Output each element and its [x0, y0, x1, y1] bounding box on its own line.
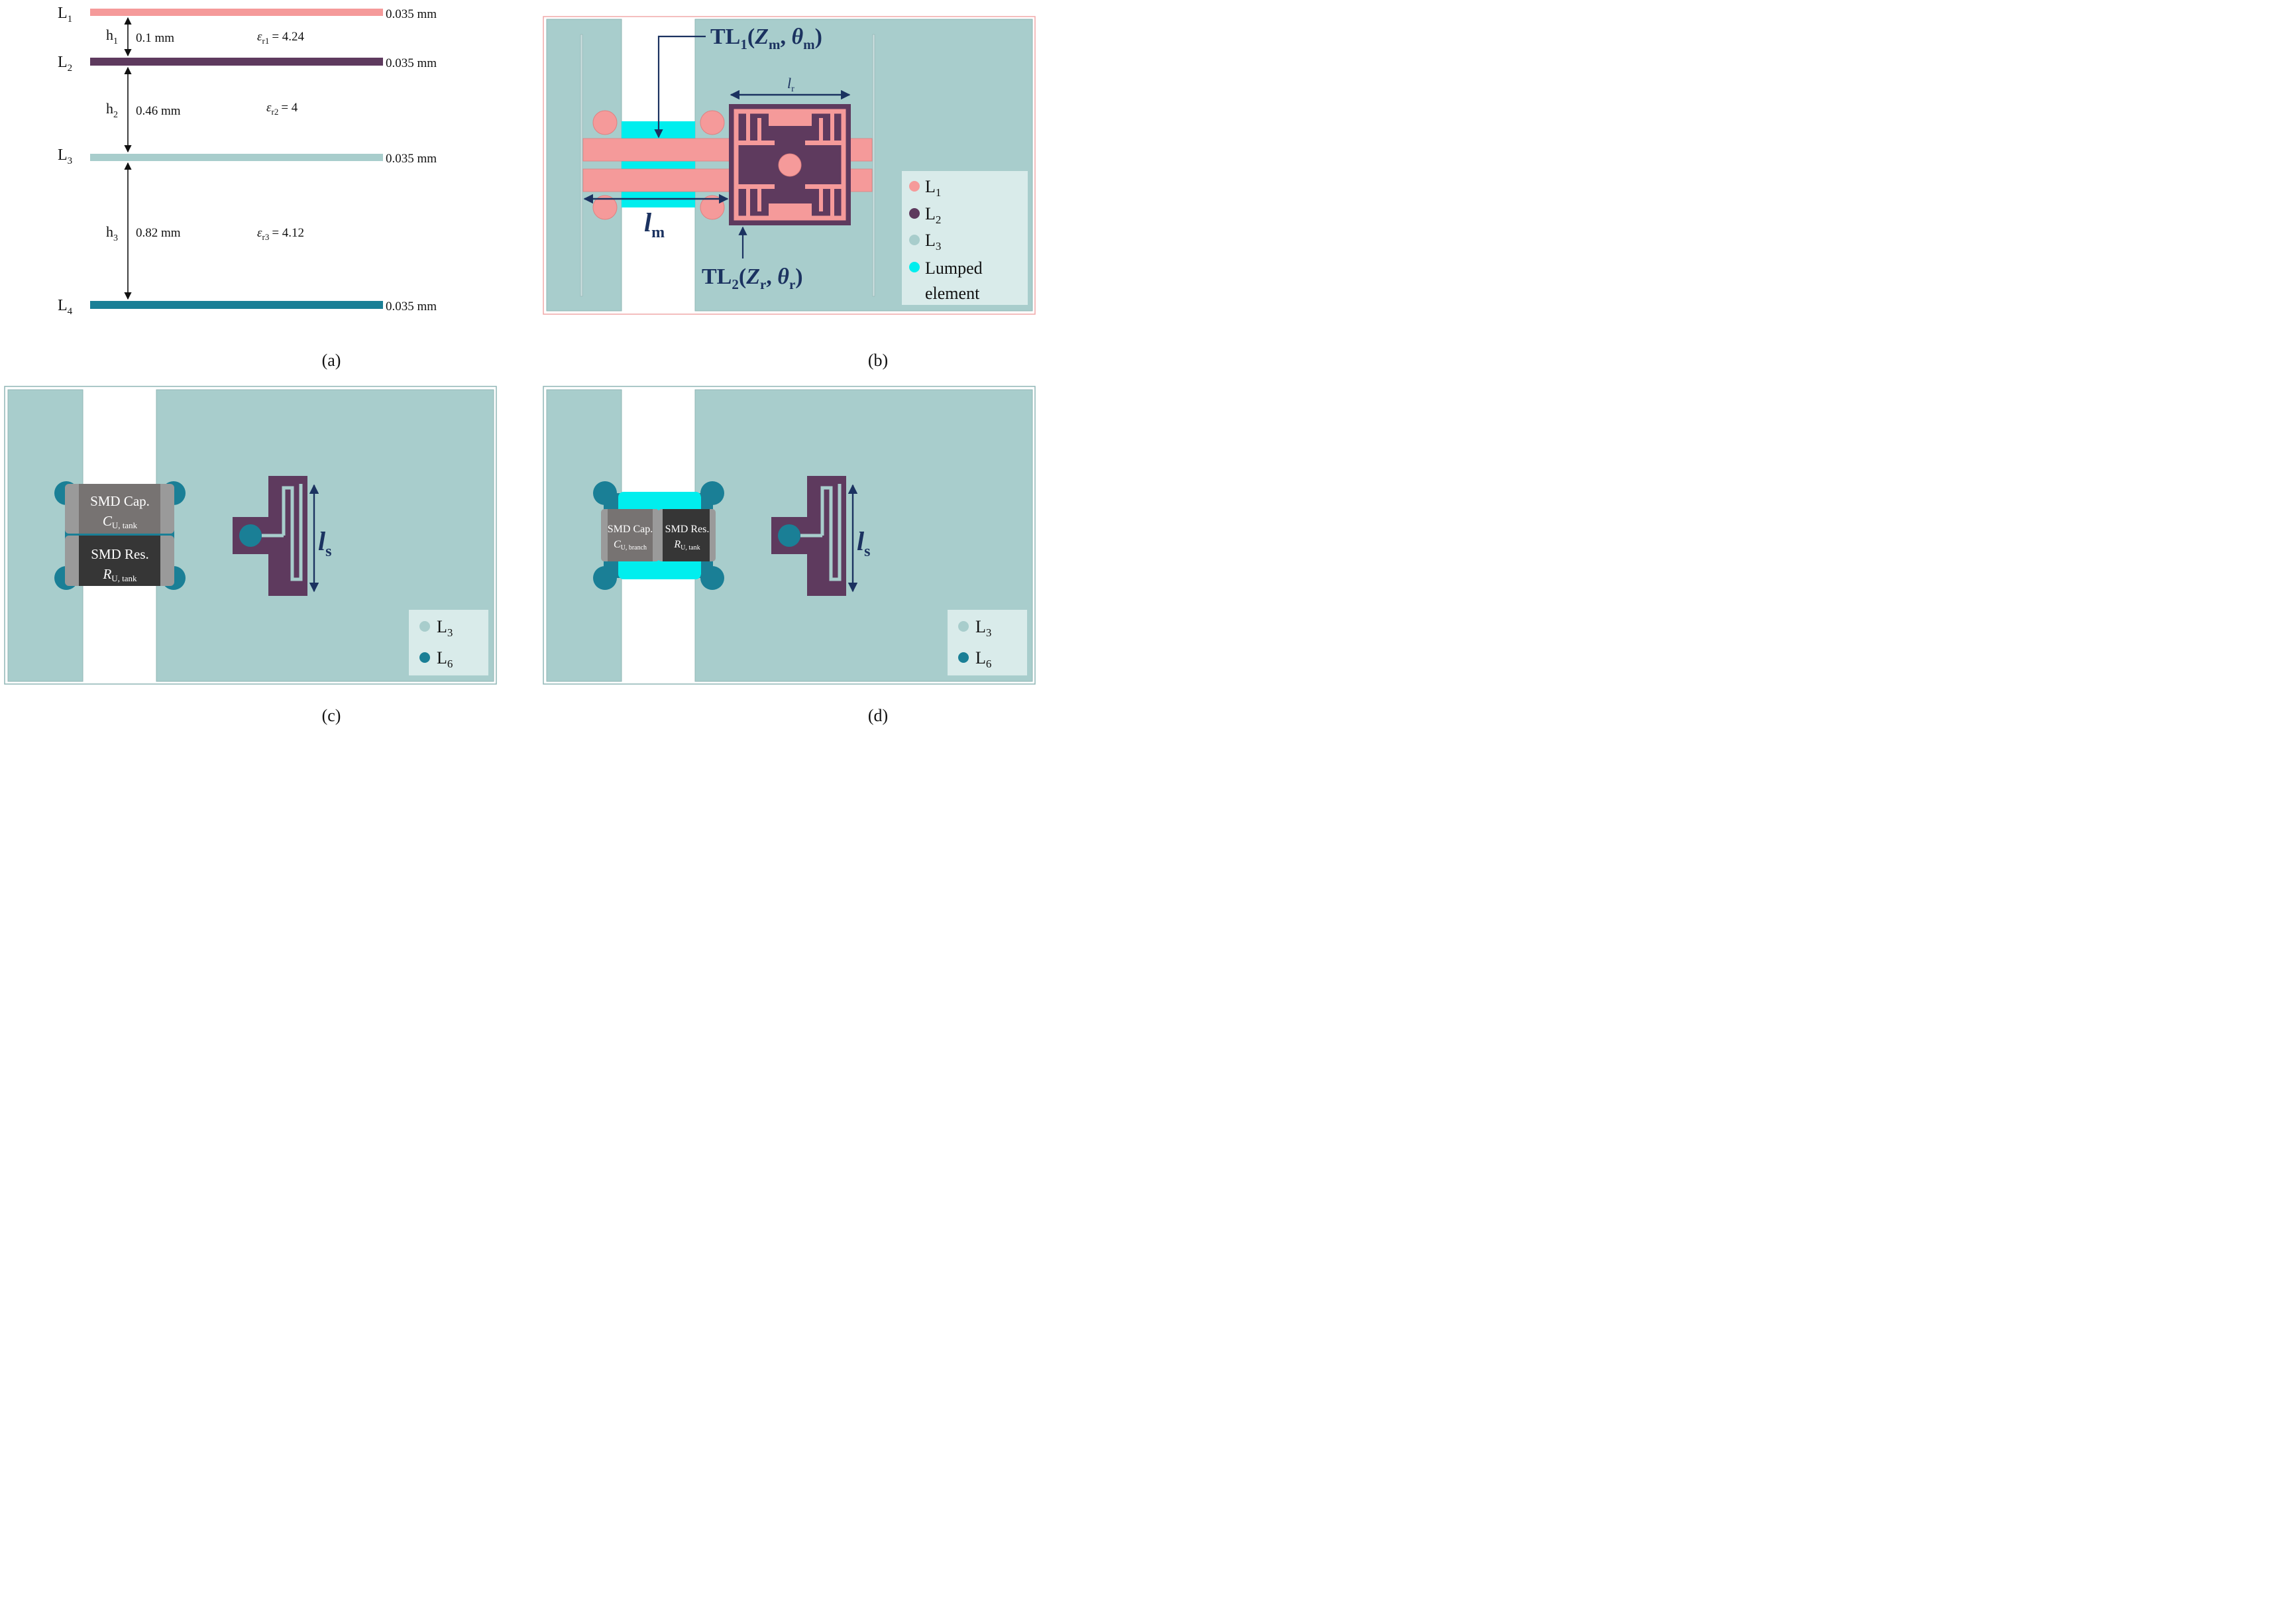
smd-res-title: SMD Res.: [665, 524, 710, 535]
via-pad: [592, 110, 618, 135]
tl1-leader-line: [654, 35, 706, 139]
smd-cap-title: SMD Cap.: [90, 493, 150, 509]
legend-swatch-L3: [419, 621, 430, 632]
panel-a-stackup: L1 L2 L3 L4 0.035 mm 0.035 mm 0.035 mm 0…: [58, 5, 437, 370]
panel-b-legend: L1 L2 L3 Lumped element: [902, 171, 1028, 305]
panel-d-layout: SMD Cap. CU, branch SMD Res. RU, tank ls…: [543, 386, 1036, 725]
ls-label: ls: [857, 526, 870, 560]
layer-L1-bar: [90, 9, 383, 16]
legend-swatch-L6: [958, 652, 969, 663]
l6-via-pad: [700, 566, 724, 590]
layer-L4-label: L4: [58, 297, 73, 317]
ls-label: ls: [318, 526, 331, 560]
caption-c: (c): [322, 706, 341, 725]
smd-resistor: SMD Res. RU, tank: [658, 509, 716, 561]
tl1-label: TL1(Zm, θm): [710, 25, 822, 52]
l6-via-pad: [700, 481, 724, 505]
legend-swatch-L1: [909, 181, 920, 192]
legend-swatch-L2: [909, 208, 920, 219]
layer-L1-thickness: 0.035 mm: [386, 7, 437, 21]
layer-L3-label: L3: [58, 146, 72, 166]
legend-swatch-lumped: [909, 262, 920, 272]
gap-h2-label: h2: [106, 100, 118, 120]
stub-resonator: [233, 476, 307, 596]
gap-h3-permittivity: εr3= 4.12: [257, 226, 304, 242]
tl2-resonator: [729, 104, 851, 225]
smd-capacitor: SMD Cap. CU, tank: [65, 484, 174, 534]
gap-h3-value: 0.82 mm: [136, 226, 181, 240]
layer-L3-bar: [90, 154, 383, 161]
caption-d: (d): [868, 706, 888, 725]
slot-left: [580, 34, 583, 297]
smd-cap-symbol: CU, tank: [103, 513, 138, 530]
smd-res-symbol: RU, tank: [102, 566, 137, 583]
panel-d-legend: L3 L6: [948, 610, 1027, 675]
layer-L3-thickness: 0.035 mm: [386, 152, 437, 166]
legend-label-lumped: Lumped: [925, 259, 983, 278]
gap-h1-permittivity: εr1= 4.24: [257, 30, 305, 46]
legend-label-element: element: [925, 284, 980, 303]
smd-resistor: SMD Res. RU, tank: [65, 536, 174, 586]
tl2-label: TL2(Zr, θr): [702, 264, 803, 292]
gap-h1-label: h1: [106, 27, 118, 46]
panel-c-legend: L3 L6: [409, 610, 488, 675]
smd-cap-title: SMD Cap.: [608, 524, 653, 535]
caption-b: (b): [868, 351, 888, 370]
smd-res-title: SMD Res.: [91, 546, 149, 562]
l6-via-pad: [593, 566, 617, 590]
layer-L2-label: L2: [58, 54, 72, 74]
legend-label-L1: L1: [925, 177, 941, 199]
gap-h2-value: 0.46 mm: [136, 104, 181, 118]
l6-via-pad: [593, 481, 617, 505]
panel-b-layout: lr lm TL1(Zm, θm) TL2(Zr, θr) L1 L2 L3 L…: [543, 16, 1036, 370]
gap-h1-value: 0.1 mm: [136, 31, 174, 45]
legend-label-L6: L6: [437, 648, 453, 670]
gap-h2-permittivity: εr2= 4: [266, 101, 298, 117]
lr-label: lr: [787, 75, 794, 94]
panel-c-layout: SMD Cap. CU, tank SMD Res. RU, tank ls L…: [4, 386, 497, 725]
legend-label-L3: L3: [437, 617, 453, 639]
board-left-strip: [546, 19, 622, 312]
layer-L2-bar: [90, 58, 383, 66]
caption-a: (a): [322, 351, 341, 370]
legend-label-L6: L6: [975, 648, 991, 670]
smd-res-symbol: RU, tank: [673, 539, 700, 551]
legend-label-L2: L2: [925, 204, 941, 226]
via-pad: [700, 110, 725, 135]
lm-label: lm: [644, 207, 665, 241]
legend-label-L3: L3: [975, 617, 991, 639]
slot-right: [872, 34, 875, 297]
legend-label-L3: L3: [925, 231, 941, 253]
figure: L1 L2 L3 L4 0.035 mm 0.035 mm 0.035 mm 0…: [4, 5, 1036, 725]
stub-resonator: [771, 476, 846, 596]
layer-L2-thickness: 0.035 mm: [386, 56, 437, 70]
smd-cap-symbol: CU, branch: [614, 539, 647, 551]
layer-L1-label: L1: [58, 5, 72, 25]
gap-h3-label: h3: [106, 223, 118, 243]
legend-swatch-L3: [958, 621, 969, 632]
legend-swatch-L6: [419, 652, 430, 663]
layer-L4-bar: [90, 301, 383, 309]
legend-swatch-L3: [909, 235, 920, 245]
smd-capacitor: SMD Cap. CU, branch: [601, 509, 659, 561]
layer-L4-thickness: 0.035 mm: [386, 300, 437, 314]
